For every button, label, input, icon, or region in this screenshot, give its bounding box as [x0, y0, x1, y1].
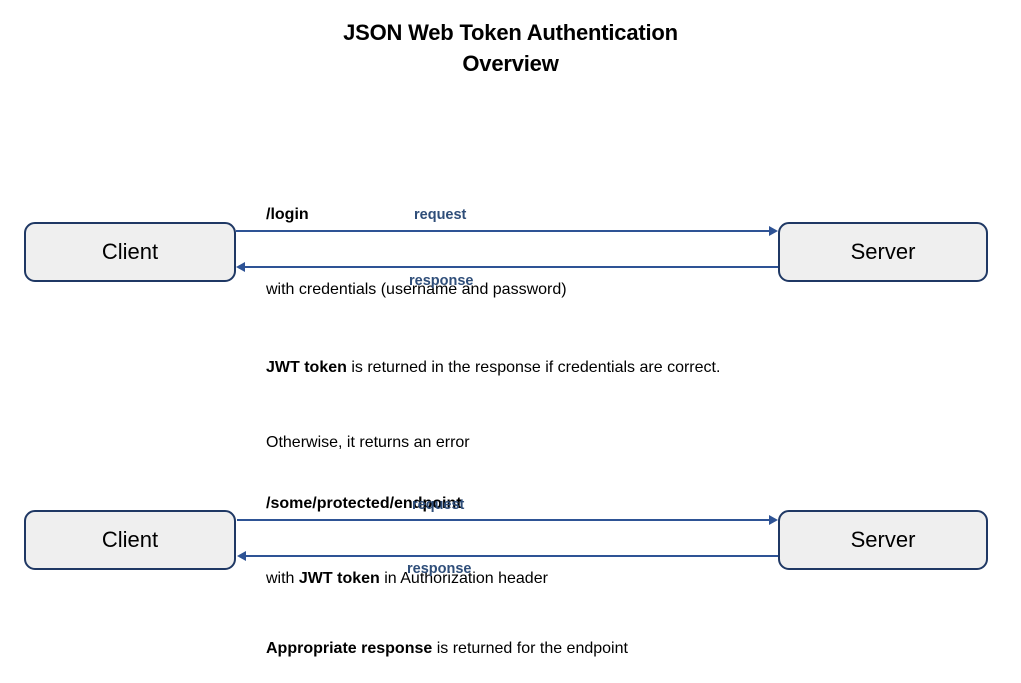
appropriate-response-emphasis: Appropriate response — [266, 640, 433, 657]
protected-response-arrow-line — [246, 555, 778, 557]
jwt-token-emphasis-2: JWT token — [298, 570, 380, 587]
protected-client-node[interactable]: Client — [24, 510, 236, 570]
login-response-note-line-2: Otherwise, it returns an error — [266, 434, 470, 451]
protected-request-caption: request — [412, 497, 465, 513]
login-response-note: JWT token is returned in the response if… — [266, 305, 720, 505]
protected-request-note-line-1: /some/protected/endpoint — [266, 491, 548, 516]
jwt-token-emphasis: JWT token — [266, 359, 347, 376]
protected-endpoint-path: /some/protected/endpoint — [266, 495, 462, 512]
protected-response-note-line-1: Appropriate response is returned for the… — [266, 636, 628, 661]
protected-request-note: /some/protected/endpoint with JWT token … — [266, 441, 548, 641]
protected-response-note: Appropriate response is returned for the… — [266, 586, 628, 683]
login-response-note-line-1: JWT token is returned in the response if… — [266, 355, 720, 380]
login-response-note-line-1-rest: is returned in the response if credentia… — [346, 359, 721, 376]
protected-client-label: Client — [101, 527, 159, 552]
protected-server-node[interactable]: Server — [778, 510, 988, 570]
protected-request-note-line-2-post: in Authorization header — [379, 570, 548, 587]
protected-request-arrow-line — [237, 519, 770, 521]
login-endpoint-path: /login — [266, 206, 309, 223]
protected-request-note-line-2-pre: with — [266, 570, 299, 587]
login-request-arrow-line — [236, 230, 770, 232]
login-response-caption: response — [409, 273, 474, 289]
protected-response-arrowhead-icon — [237, 551, 246, 561]
login-server-node[interactable]: Server — [778, 222, 988, 282]
login-request-note-line-1: /login — [266, 202, 567, 227]
login-request-arrowhead-icon — [769, 226, 778, 236]
login-server-label: Server — [850, 239, 916, 264]
protected-response-note-line-1-rest: is returned for the endpoint — [432, 640, 628, 657]
page-title-line-1: JSON Web Token Authentication — [343, 20, 678, 45]
login-request-caption: request — [414, 207, 467, 223]
page-title-line-2: Overview — [462, 51, 559, 76]
login-client-node[interactable]: Client — [24, 222, 236, 282]
page-title: JSON Web Token Authentication Overview — [0, 17, 1021, 79]
protected-request-note-line-2: with JWT token in Authorization header — [266, 566, 548, 591]
login-request-note-line-2: with credentials (username and password) — [266, 281, 567, 298]
protected-request-arrowhead-icon — [769, 515, 778, 525]
login-client-label: Client — [101, 239, 159, 264]
protected-response-caption: response — [407, 561, 472, 577]
login-request-note: /login with credentials (username and pa… — [266, 152, 567, 352]
login-response-arrow-line — [245, 266, 778, 268]
protected-server-label: Server — [850, 527, 916, 552]
login-response-arrowhead-icon — [236, 262, 245, 272]
